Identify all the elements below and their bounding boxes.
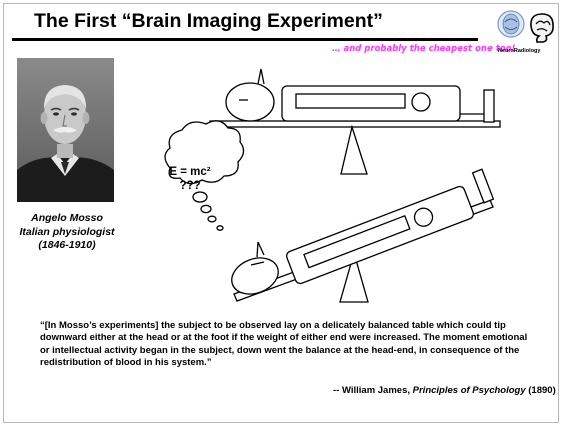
caption-role: Italian physiologist <box>0 226 134 240</box>
quote-attribution: -- William James, Principles of Psycholo… <box>333 385 556 396</box>
neuroradiology-logo-icon <box>496 8 556 66</box>
level-table-board <box>210 121 500 127</box>
brain-outline-logo-icon <box>531 14 553 42</box>
attribution-author: -- William James, <box>333 385 410 396</box>
tilted-table-group <box>227 169 494 302</box>
thought-equation: E = mc² <box>148 165 232 179</box>
quote-text: “[In Mosso’s experiments] the subject to… <box>40 320 530 370</box>
subject-head-level <box>226 83 274 121</box>
slide-title: The First “Brain Imaging Experiment” <box>34 10 383 33</box>
subject-nose-tilted <box>257 242 264 257</box>
thought-dot-4 <box>217 226 223 230</box>
attribution-work: Principles of Psychology <box>413 385 526 396</box>
caption-name: Angelo Mosso <box>0 212 134 226</box>
attribution-year: (1890) <box>528 385 555 396</box>
subject-feet-tilted <box>473 169 494 202</box>
brain-scan-logo-icon <box>498 11 524 37</box>
portrait-photo <box>17 58 114 202</box>
thought-question: ??? <box>148 179 232 193</box>
subject-arm-level <box>296 94 405 108</box>
level-table-fulcrum <box>341 127 367 174</box>
photo-caption: Angelo Mosso Italian physiologist (1846-… <box>0 212 134 253</box>
subject-feet-level <box>484 90 494 122</box>
subject-hand-level <box>412 93 430 111</box>
logo-wordmark: NeuroRadiology <box>498 48 540 54</box>
title-underline <box>12 38 478 41</box>
caption-years: (1846-1910) <box>0 239 134 253</box>
subject-nose-level <box>258 69 264 84</box>
thought-text: E = mc² ??? <box>148 165 232 225</box>
slide-subtitle: … and probably the cheapest one too! <box>332 44 515 54</box>
